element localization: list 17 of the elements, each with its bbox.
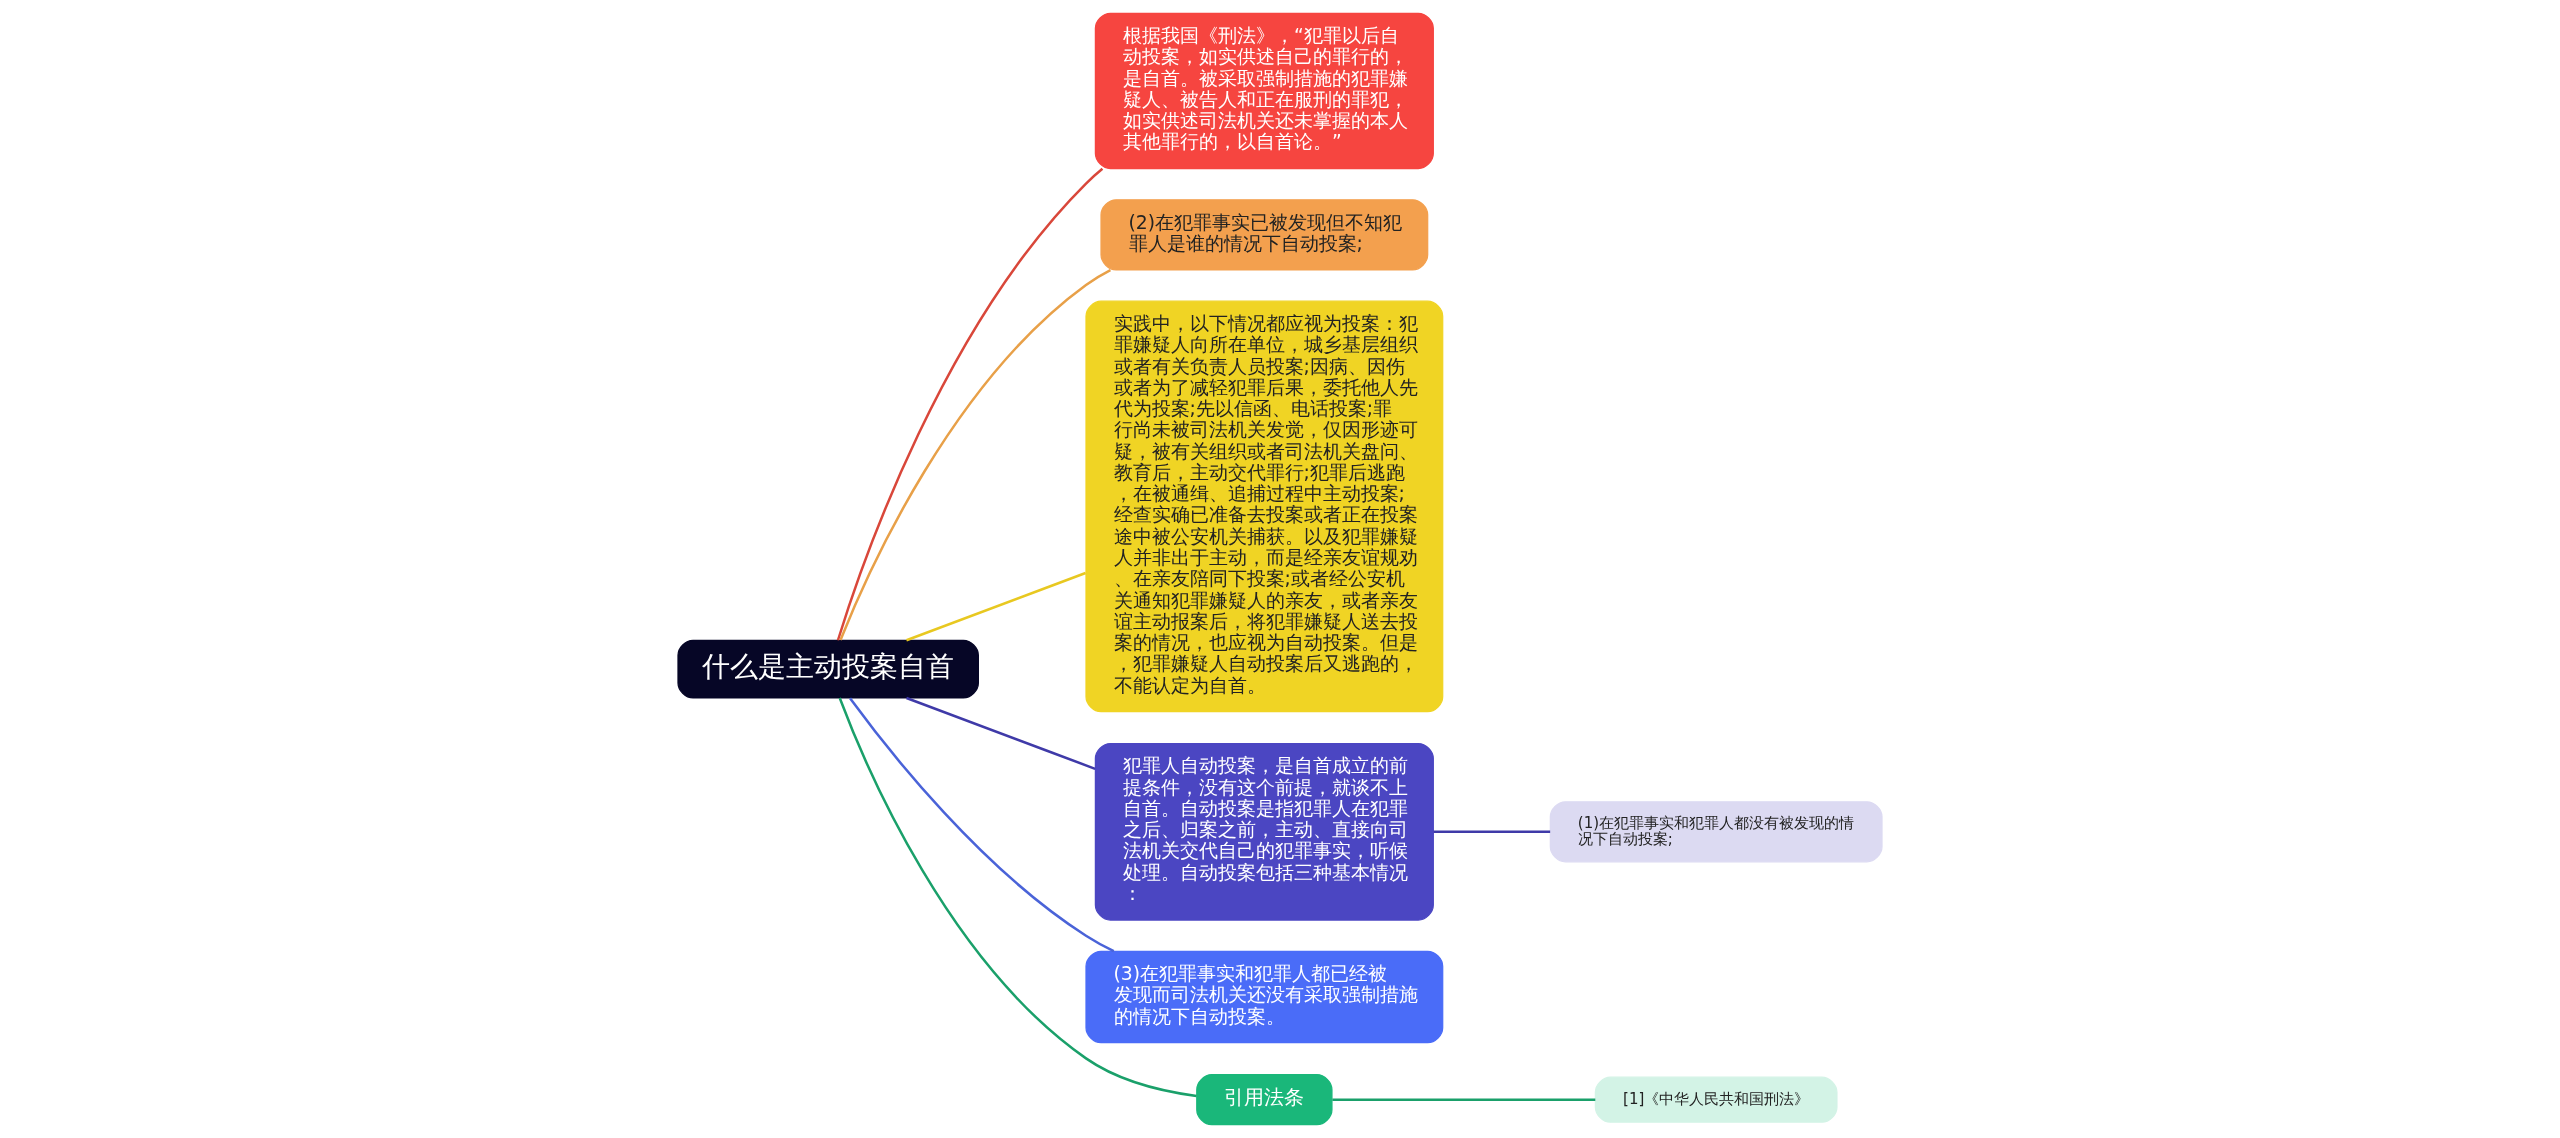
node-box: (1)在犯罪事实和犯罪人都没有被发现的情况下自动投案; <box>1549 801 1883 863</box>
node-box: 犯罪人自动投案，是自首成立的前提条件，没有这个前提，就谈不上自首。自动投案是指犯罪人在犯罪之后、归案之前，主动、直接向司法机关交代自己的犯罪事实，听候处理。自动投案包括三种基本情况： <box>1094 742 1434 921</box>
connector <box>836 167 1104 641</box>
node-box: [1]《中华人民共和国刑法》 <box>1594 1076 1838 1123</box>
connector <box>838 697 1197 1098</box>
node-box: 实践中，以下情况都应视为投案：犯罪嫌疑人向所在单位，城乡基层组织或者有关负责人员投案;因病、因伤或者为了减轻犯罪后果，委托他人先代为投案;先以信函、电话投案;罪行尚未被司法机关发觉，仅因形迹可疑，被有关组织或者司法机关盘问、教育后，主动交代罪行;犯罪后逃跑，在被通缉、追捕过程中主动投案;经查实确已准备去投案或者正在投案途中被公安机关捕获。以及犯罪嫌疑人并非出于主动，而是经亲友谊规劝、在亲友陪同下投案;或者经公安机关通知犯罪嫌疑人的亲友，或者亲友谊主动报案后，将犯罪嫌疑人送去投案的情况，也应视为自动投案。但是，犯罪嫌疑人自动投案后又逃跑的，不能认定为自首。 <box>1085 300 1444 713</box>
node-box: 根据我国《刑法》，“犯罪以后自动投案，如实供述自己的罪行的，是自首。被采取强制措施的犯罪嫌疑人、被告人和正在服刑的罪犯，如实供述司法机关还未掌握的本人其他罪行的，以自首论。” <box>1094 12 1434 170</box>
node-box: (2)在犯罪事实已被发现但不知犯罪人是谁的情况下自动投案; <box>1100 199 1429 271</box>
connector <box>1433 830 1551 834</box>
connector <box>906 696 1096 770</box>
connector <box>906 571 1086 642</box>
connector <box>849 697 1115 953</box>
connector <box>1332 1098 1596 1101</box>
node-box: (3)在犯罪事实和犯罪人都已经被发现而司法机关还没有采取强制措施的情况下自动投案。 <box>1085 950 1444 1044</box>
node-box: 引用法条 <box>1196 1074 1333 1126</box>
node-box: 什么是主动投案自首 <box>677 639 979 699</box>
connector <box>839 268 1111 641</box>
